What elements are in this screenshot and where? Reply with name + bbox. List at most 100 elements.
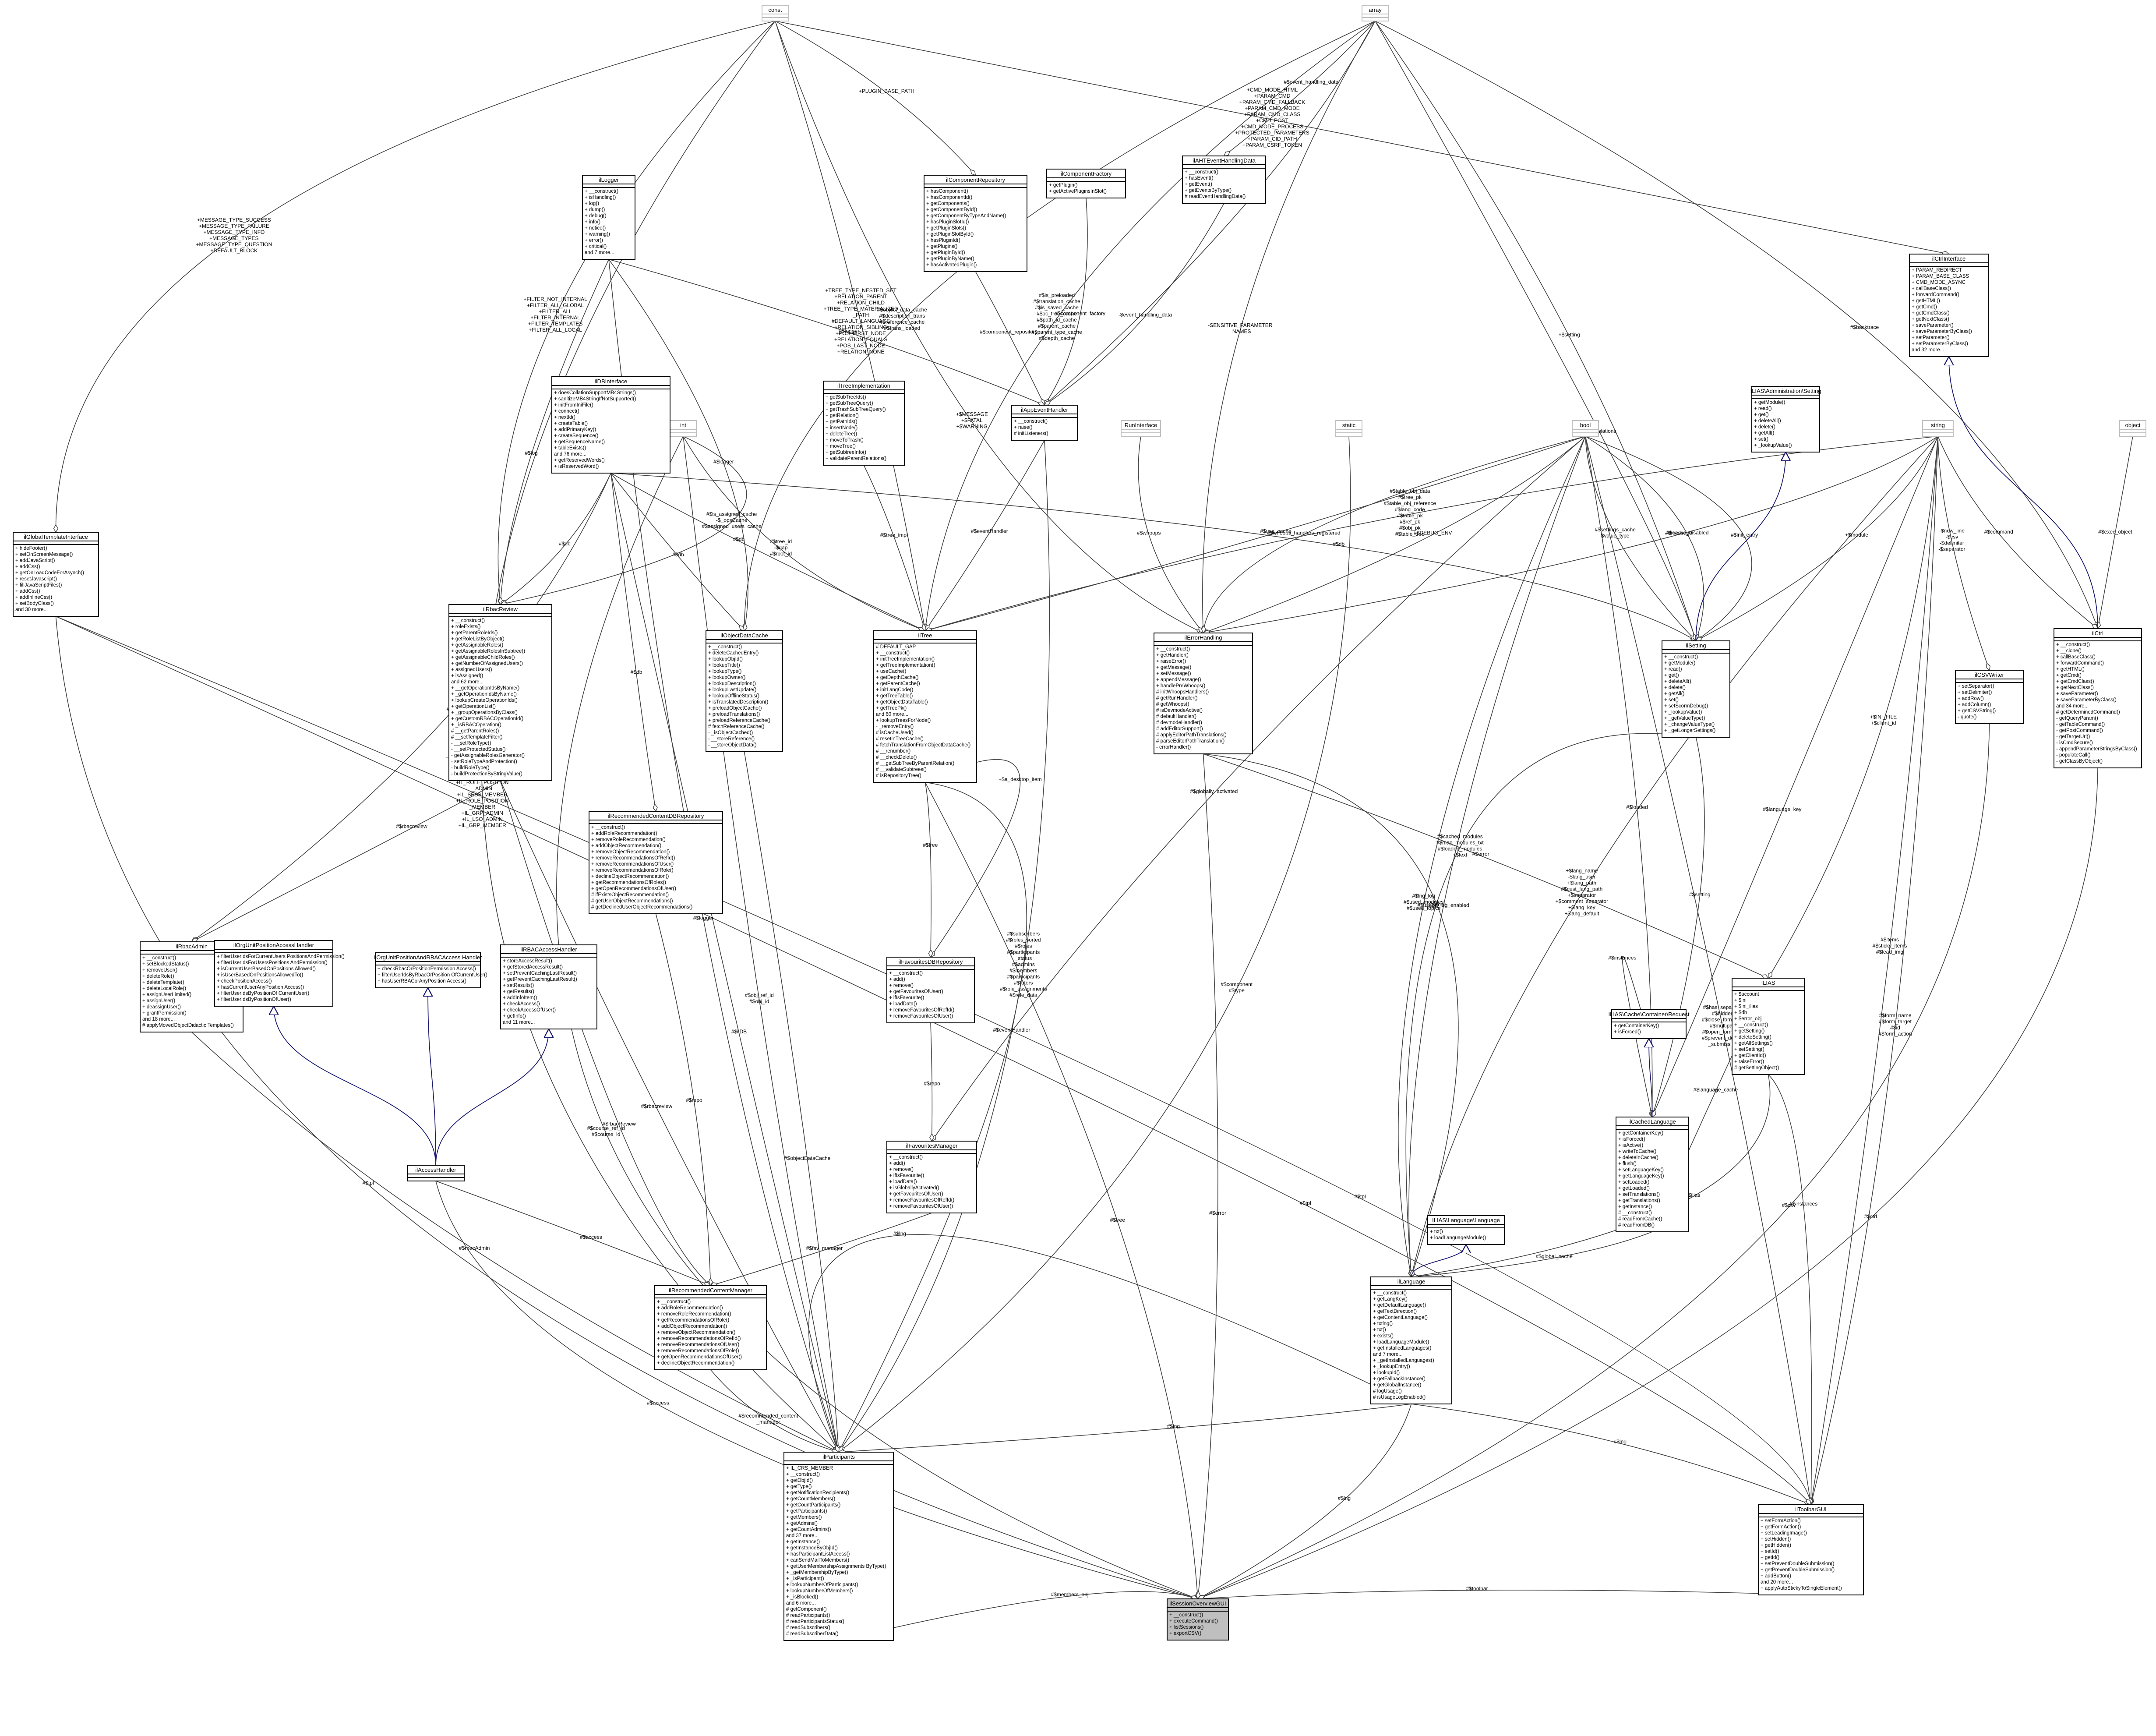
class-title: ilFavouritesManager	[906, 1142, 958, 1149]
class-node-runinterface[interactable]: RunInterface	[1121, 420, 1161, 437]
class-title: ILIAS\Administration\Setting	[1750, 388, 1821, 394]
class-box	[762, 5, 789, 21]
class-node-ilcachedlanguage[interactable]: ilCachedLanguage+ getContainerKey()+ isF…	[1616, 1117, 1689, 1232]
class-node-ilaccesshandler[interactable]: ilAccessHandler	[407, 1165, 465, 1181]
class-member: # initWhoopsHandlers()	[1156, 689, 1209, 695]
class-member: and 60 more...	[876, 712, 908, 717]
class-member: # isUsageLogEnabled()	[1373, 1395, 1426, 1400]
class-node-ilias[interactable]: ILIAS+ $account+ $ini+ $ini_ilias+ $db+ …	[1732, 978, 1805, 1075]
edge-label: #$globally_activated	[1190, 788, 1238, 794]
class-node-iltreeimplementation[interactable]: ilTreeImplementation+ getSubTreeIds()+ g…	[823, 381, 905, 466]
edge-label: #$tpl	[1300, 1200, 1311, 1206]
usage-edge	[925, 436, 1586, 631]
class-member: + getCountMembers()	[786, 1496, 835, 1502]
class-member: + isForced()	[1614, 1029, 1641, 1035]
class-title: ilObjectDataCache	[720, 632, 768, 639]
class-member: # isRepositoryTree()	[876, 773, 921, 778]
class-member: # readParticipantsStatus()	[786, 1619, 844, 1624]
class-member: + setParameterByClass()	[1912, 341, 1968, 346]
class-member: + notice()	[585, 226, 606, 231]
usage-edge	[608, 259, 839, 1452]
class-member: + setScormDebug()	[1664, 704, 1708, 709]
class-node-bool[interactable]: bool	[1572, 420, 1599, 437]
class-node-ilcsvwriter[interactable]: ilCSVWriter+ setSeparator()+ setDelimite…	[1955, 670, 2024, 724]
class-title: ilErrorHandling	[1185, 634, 1222, 641]
class-node-const[interactable]: const	[762, 5, 789, 21]
class-node-ilglobaltemplateinterface[interactable]: ilGlobalTemplateInterface+ hideFooter()+…	[13, 532, 99, 617]
class-node-object[interactable]: object	[2119, 420, 2146, 437]
class-member: + removeRecommendationsOfRefId()	[657, 1336, 741, 1341]
class-member: and 11 more...	[503, 1020, 535, 1025]
usage-edge	[744, 751, 839, 1452]
class-member: + lookupLastUpdate()	[708, 687, 756, 693]
class-member: + removeRecommendationsOfRole()	[591, 868, 674, 873]
usage-edge	[1138, 436, 1203, 633]
class-node-ilrbacreview[interactable]: ilRbacReview+ __construct()+ roleExists(…	[448, 604, 552, 781]
class-node-ilorgunitpositionaccesshandler[interactable]: ilOrgUnitPositionAccessHandler+ filterUs…	[214, 940, 345, 1007]
class-node-ilerrorhandling[interactable]: ilErrorHandling+ __construct()+ getHandl…	[1154, 633, 1253, 754]
class-node-ilcomponentfactory[interactable]: ilComponentFactory+ getPlugin()+ getActi…	[1046, 169, 1126, 198]
class-node-ilrecommendedcontentmanager[interactable]: ilRecommendedContentManager+ __construct…	[654, 1285, 767, 1370]
class-node-illanguage[interactable]: ilLanguage+ __construct()+ getLangKey()+…	[1370, 1276, 1452, 1404]
edge-label: #$lng_log#$used_modules#$used_topics	[1404, 893, 1443, 911]
class-member: + declineObjectRecommendation()	[657, 1361, 735, 1366]
class-member: + warning()	[585, 232, 610, 237]
class-node-static[interactable]: static	[1335, 420, 1362, 437]
class-box	[1011, 405, 1078, 441]
class-member: # getComponent()	[786, 1607, 827, 1612]
class-node-ilfavouritesmanager[interactable]: ilFavouritesManager+ __construct()+ add(…	[886, 1141, 977, 1213]
usage-edge	[1408, 436, 1586, 1277]
edge-label: #$lng	[893, 1230, 906, 1237]
class-node-ilrbacaccesshandler[interactable]: ilRBACAccessHandler+ storeAccessResult()…	[500, 944, 597, 1029]
class-member: + getObjectDataTable()	[876, 700, 928, 705]
class-node-illogger[interactable]: ilLogger+ __construct()+ isHandling()+ l…	[582, 175, 635, 260]
class-node-ilobjectdatacache[interactable]: ilObjectDataCache+ __construct()+ delete…	[706, 630, 783, 752]
class-node-array[interactable]: array	[1362, 5, 1389, 21]
edge-label: -SENSITIVE_PARAMETER_NAMES	[1208, 322, 1272, 334]
class-node-ilsetting[interactable]: ilSetting+ __construct()+ getModule()+ r…	[1662, 640, 1730, 738]
class-node-ilsessionoverviewgui[interactable]: ilSessionOverviewGUI+ __construct()+ exe…	[1167, 1598, 1229, 1641]
class-member: + _lookupValue()	[1664, 710, 1702, 715]
class-node-ilahteventhandlingdata[interactable]: ilAHTEventHandlingData+ __construct()+ h…	[1182, 156, 1266, 204]
class-member: + addRoleRecommendation()	[591, 831, 657, 836]
class-title: ilCSVWriter	[1975, 672, 2004, 678]
class-member: + handlePreWhoops()	[1156, 683, 1205, 689]
edge-label: #$tpl	[363, 1180, 374, 1186]
class-node-ilappeventhandler[interactable]: ilAppEventHandler+ __construct()+ raise(…	[1011, 405, 1078, 441]
class-member: + getOpenRecommendationsOfUser()	[657, 1354, 742, 1360]
class-node-illanguagelanguage[interactable]: ILIAS\Language\Language+ txt()+ loadLang…	[1427, 1215, 1505, 1245]
class-member: + getTranslations()	[1618, 1198, 1660, 1203]
class-node-ilorgunitpositionandrbacaccesshandler[interactable]: ilOrgUnitPositionAndRBACAccess Handler+ …	[374, 952, 487, 988]
class-member: - buildProtectionByStringValue()	[451, 771, 522, 777]
class-member: + isCurrentUserBasedOnPositions Allowed(…	[217, 966, 316, 972]
class-member: + getComponentById()	[926, 207, 977, 212]
class-member: + hasEvent()	[1185, 176, 1214, 181]
edge-label: #$whoops	[1137, 530, 1161, 536]
class-member: + getSequenceName()	[554, 439, 605, 445]
class-node-ilrecommendedcontentdbrepository[interactable]: ilRecommendedContentDBRepository+ __cons…	[589, 811, 723, 914]
class-node-ililiascachecontainerrequest[interactable]: ILIAS\Cache\Container\Request+ getContai…	[1609, 1009, 1690, 1039]
class-title: static	[1342, 422, 1356, 428]
class-member: + error()	[585, 238, 603, 243]
class-member: + hideFooter()	[15, 546, 47, 551]
class-title: bool	[1580, 422, 1591, 428]
class-node-ilparticipants[interactable]: ilParticipants+ IL_CRS_MEMBER+ __constru…	[783, 1452, 894, 1641]
class-member: + saveParameterByClass()	[1912, 329, 1972, 334]
class-node-ilctrlinterface[interactable]: ilCtrlInterface+ PARAM_REDIRECT+ PARAM_B…	[1909, 254, 1989, 357]
class-node-ililiasadministrationsetting[interactable]: ILIAS\Administration\Setting+ getModule(…	[1750, 386, 1821, 453]
class-node-ildbinterface[interactable]: ilDBInterface+ doesCollationSupportMB4St…	[551, 376, 670, 474]
class-node-ilfavouritesdbrepository[interactable]: ilFavouritesDBRepository+ __construct()+…	[886, 957, 975, 1023]
class-node-iltoolbargui[interactable]: ilToolbarGUI+ setFormAction()+ getFormAc…	[1758, 1504, 1864, 1595]
class-node-ilctrl[interactable]: ilCtrl+ __construct()+ __clone()+ callBa…	[2054, 628, 2142, 768]
class-title: array	[1369, 7, 1382, 13]
class-node-iltree[interactable]: ilTree# DEFAULT_GAP+ __construct()+ init…	[873, 630, 977, 783]
usage-edge	[1375, 21, 1696, 641]
class-member: + __construct()	[657, 1299, 691, 1305]
class-node-string[interactable]: string	[1922, 420, 1954, 437]
edge-label: #$lng	[1338, 1495, 1351, 1501]
usage-edge	[1811, 436, 1938, 1505]
edge-label: #$usage_log_enabled	[1418, 902, 1469, 908]
usage-edge	[775, 21, 925, 631]
class-node-int[interactable]: int	[670, 420, 697, 437]
class-node-ilcomponentrepository[interactable]: ilComponentRepository+ hasComponent()+ h…	[924, 175, 1027, 272]
